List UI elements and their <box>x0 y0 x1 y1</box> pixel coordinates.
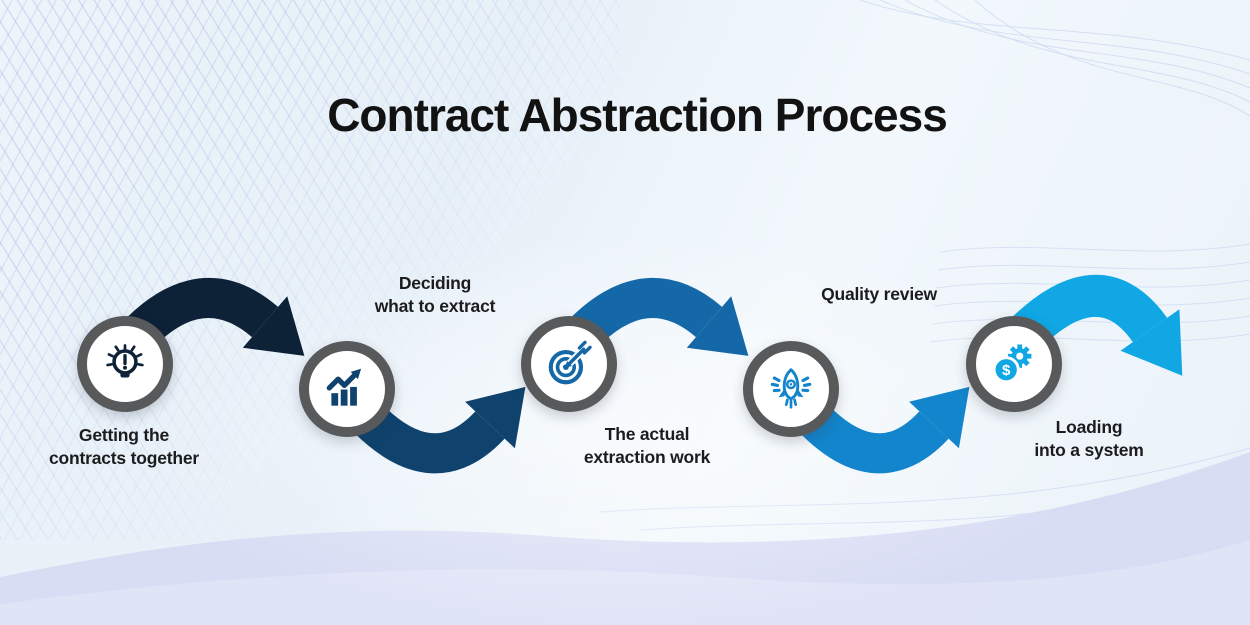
bottom-lavender-wave <box>0 452 1250 625</box>
svg-text:$: $ <box>1002 362 1011 379</box>
lightbulb-alert-icon <box>106 344 144 378</box>
step-circle-extraction-work <box>521 316 617 412</box>
step-circle-getting-contracts <box>77 316 173 412</box>
rocket-icon <box>770 368 812 409</box>
step-circle-loading-system: $ <box>966 316 1062 412</box>
step-label-loading-system: Loading into a system <box>1034 417 1144 460</box>
bottomright-wave-lines <box>599 447 1250 603</box>
step-circle-quality-review <box>743 341 839 437</box>
step-label-deciding-extract: Deciding what to extract <box>374 273 496 316</box>
gear-dollar-icon: $ <box>992 344 1032 384</box>
target-dart-icon <box>548 340 592 385</box>
right-wave-lines <box>929 243 1250 343</box>
page-title: Contract Abstraction Process <box>327 89 948 141</box>
step-label-getting-contracts: Getting the contracts together <box>48 425 200 468</box>
step-circle-deciding-extract <box>299 341 395 437</box>
bottom-lavender-wave-light <box>0 540 1250 625</box>
step-label-extraction-work: The actual extraction work <box>583 424 711 467</box>
growth-chart-icon <box>326 368 362 406</box>
step-label-quality-review: Quality review <box>821 284 937 304</box>
